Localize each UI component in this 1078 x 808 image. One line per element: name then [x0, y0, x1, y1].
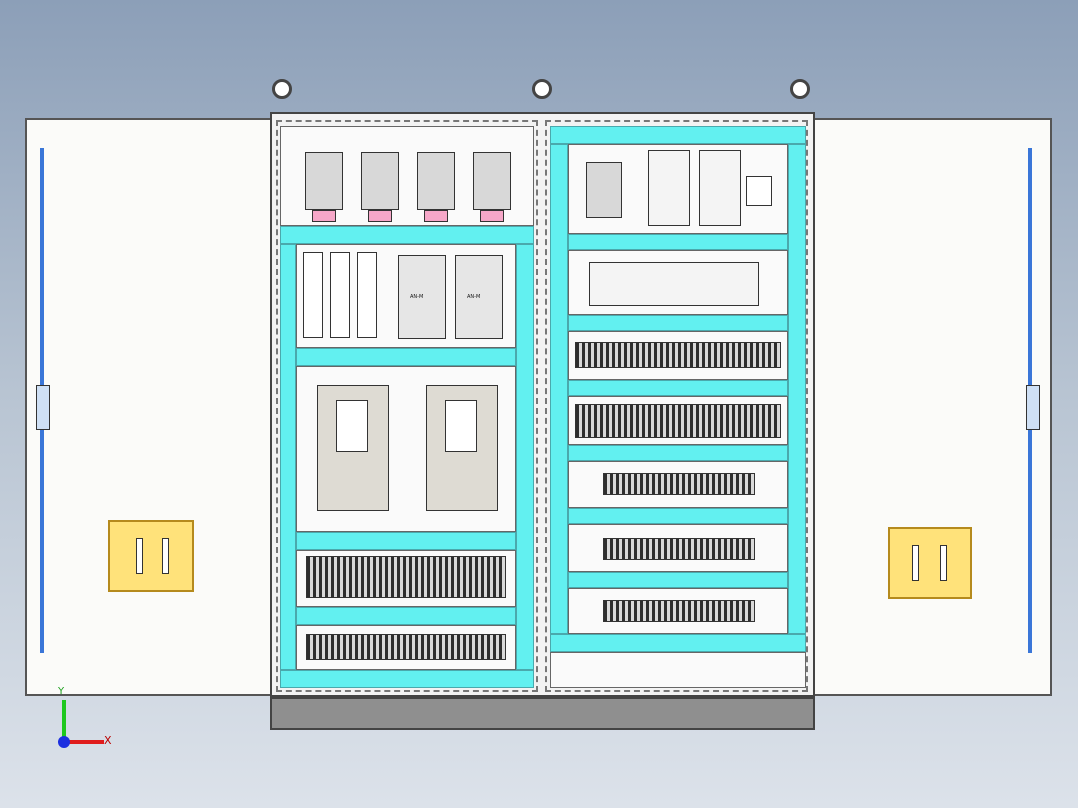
terminal-block[interactable]	[603, 538, 755, 560]
circuit-breaker[interactable]	[305, 152, 343, 210]
door-hinge-icon	[36, 385, 50, 430]
variable-frequency-drive[interactable]	[317, 385, 389, 511]
circuit-breaker[interactable]	[417, 152, 455, 210]
terminal-block[interactable]	[603, 473, 755, 495]
cabinet-plinth	[270, 697, 815, 730]
contactor[interactable]: AN-M	[455, 255, 503, 339]
circuit-breaker[interactable]	[361, 152, 399, 210]
small-breaker[interactable]	[746, 176, 772, 206]
axis-triad-icon: Y X	[52, 686, 122, 752]
fuse-holder[interactable]	[303, 252, 323, 338]
din-rail	[550, 144, 568, 634]
drive-display	[445, 400, 477, 452]
lifting-eye-icon	[790, 79, 810, 99]
din-rail	[296, 607, 516, 625]
door-handle-icon[interactable]	[888, 527, 972, 599]
drive-display	[336, 400, 368, 452]
din-rail	[568, 445, 788, 461]
axis-y-label: Y	[58, 686, 65, 697]
left-bay-frame	[276, 120, 538, 692]
breaker-terminal	[480, 210, 504, 222]
power-supply[interactable]	[648, 150, 690, 226]
axis-x-label: X	[104, 734, 112, 747]
relay-row[interactable]	[575, 342, 781, 368]
din-rail	[788, 144, 806, 634]
din-rail	[280, 244, 296, 670]
din-rail	[568, 572, 788, 588]
din-rail	[280, 670, 534, 688]
right-bay-frame	[545, 120, 808, 692]
din-rail	[296, 532, 516, 550]
door-handle-icon[interactable]	[108, 520, 194, 592]
main-breaker[interactable]	[586, 162, 622, 218]
plc-module[interactable]	[589, 262, 759, 306]
contactor-label: AN-M	[467, 294, 481, 300]
door-hinge-icon	[1026, 385, 1040, 430]
din-rail	[280, 226, 534, 244]
din-rail	[296, 348, 516, 366]
fuse-holder[interactable]	[330, 252, 350, 338]
breaker-terminal	[424, 210, 448, 222]
contactor-label: AN-M	[410, 294, 424, 300]
relay-row[interactable]	[575, 404, 781, 438]
left-door[interactable]	[25, 118, 275, 696]
din-rail	[550, 634, 806, 652]
power-supply[interactable]	[699, 150, 741, 226]
lifting-eye-icon	[532, 79, 552, 99]
terminal-block[interactable]	[603, 600, 755, 622]
din-rail	[568, 380, 788, 396]
din-rail	[516, 244, 534, 670]
right-door[interactable]	[812, 118, 1052, 696]
terminal-block[interactable]	[306, 634, 506, 660]
lifting-eye-icon	[272, 79, 292, 99]
bottom-plate	[550, 652, 806, 688]
din-rail	[568, 315, 788, 331]
din-rail	[550, 126, 806, 144]
contactor[interactable]: AN-M	[398, 255, 446, 339]
circuit-breaker[interactable]	[473, 152, 511, 210]
variable-frequency-drive[interactable]	[426, 385, 498, 511]
breaker-terminal	[312, 210, 336, 222]
breaker-terminal	[368, 210, 392, 222]
din-rail	[568, 508, 788, 524]
relay-row[interactable]	[306, 556, 506, 598]
fuse-holder[interactable]	[357, 252, 377, 338]
din-rail	[568, 234, 788, 250]
